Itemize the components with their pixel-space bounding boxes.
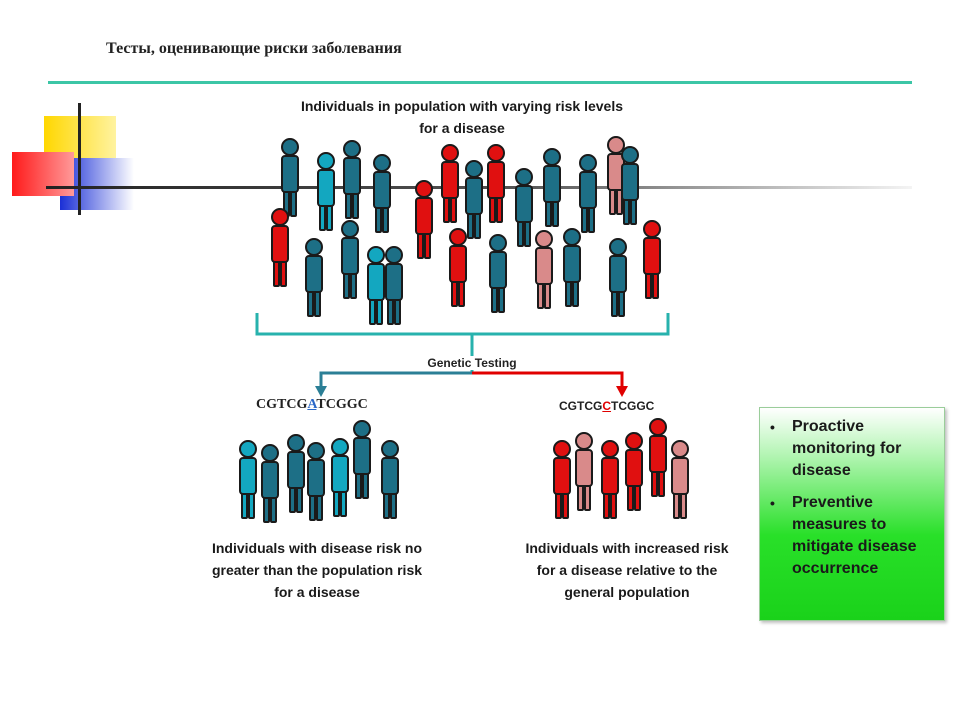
sequence-prefix: CGTCG [256, 397, 308, 412]
person-icon [441, 144, 459, 223]
person-icon [287, 434, 305, 513]
person-icon [563, 228, 581, 307]
person-icon [487, 144, 505, 223]
genetic-testing-label: Genetic Testing [414, 356, 530, 370]
person-icon [625, 432, 643, 511]
high-risk-arrowhead [616, 386, 628, 397]
high-risk-arrow-line [472, 371, 624, 388]
person-icon [609, 238, 627, 317]
person-icon [535, 230, 553, 309]
person-icon [343, 140, 361, 219]
person-icon [643, 220, 661, 299]
person-icon [239, 440, 257, 519]
benefits-box: Proactive monitoring for disease Prevent… [759, 407, 945, 621]
low-risk-caption-line1: Individuals with disease risk no [211, 540, 423, 556]
person-icon [385, 246, 403, 325]
person-icon [353, 420, 371, 499]
title-divider [48, 81, 912, 84]
low-risk-caption-line3: for a disease [274, 584, 360, 600]
person-icon [305, 238, 323, 317]
person-icon [331, 438, 349, 517]
low-risk-arrow-line [319, 371, 472, 388]
benefit-bullet-monitoring: Proactive monitoring for disease [770, 416, 938, 482]
person-icon [575, 432, 593, 511]
person-icon [367, 246, 385, 325]
high-risk-caption-line1: Individuals with increased risk [525, 540, 729, 556]
sequence-suffix: TCGGC [611, 399, 655, 413]
person-icon [261, 444, 279, 523]
person-icon [373, 154, 391, 233]
sequence-prefix: CGTCG [559, 399, 603, 413]
population-caption-line1: Individuals in population with varying r… [300, 98, 624, 114]
benefits-list: Proactive monitoring for disease Prevent… [760, 408, 944, 580]
decorative-vertical-line [78, 103, 81, 215]
benefit-bullet-prevention: Preventive measures to mitigate disease … [770, 492, 938, 580]
person-icon [281, 138, 299, 217]
high-risk-caption-line2: for a disease relative to the [536, 562, 718, 578]
population-caption-line2: for a disease [419, 120, 505, 136]
person-icon [449, 228, 467, 307]
person-icon [515, 168, 533, 247]
population-caption: Individuals in population with varying r… [256, 95, 668, 139]
person-icon [607, 136, 625, 215]
person-icon [601, 440, 619, 519]
person-icon [649, 418, 667, 497]
population-bracket [255, 313, 670, 336]
person-icon [553, 440, 571, 519]
person-icon [271, 208, 289, 287]
sequence-suffix: TCGGC [316, 397, 368, 412]
person-icon [621, 146, 639, 225]
low-risk-sequence: CGTCGATCGGC [256, 397, 368, 413]
sequence-variant-base: A [307, 397, 317, 412]
person-icon [671, 440, 689, 519]
high-risk-sequence: CGTCGCTCGGC [559, 399, 654, 413]
person-icon [307, 442, 325, 521]
person-icon [465, 160, 483, 239]
person-icon [489, 234, 507, 313]
sequence-variant-base: C [602, 399, 612, 413]
low-risk-arrowhead [315, 386, 327, 397]
high-risk-caption-line3: general population [564, 584, 690, 600]
person-icon [579, 154, 597, 233]
low-risk-caption-line2: greater than the population risk [211, 562, 423, 578]
person-icon [543, 148, 561, 227]
person-icon [317, 152, 335, 231]
low-risk-caption: Individuals with disease risk no greater… [186, 537, 448, 603]
person-icon [341, 220, 359, 299]
person-icon [415, 180, 433, 259]
high-risk-caption: Individuals with increased risk for a di… [502, 537, 752, 603]
person-icon [381, 440, 399, 519]
slide-title: Тесты, оценивающие риски заболевания [106, 40, 402, 57]
